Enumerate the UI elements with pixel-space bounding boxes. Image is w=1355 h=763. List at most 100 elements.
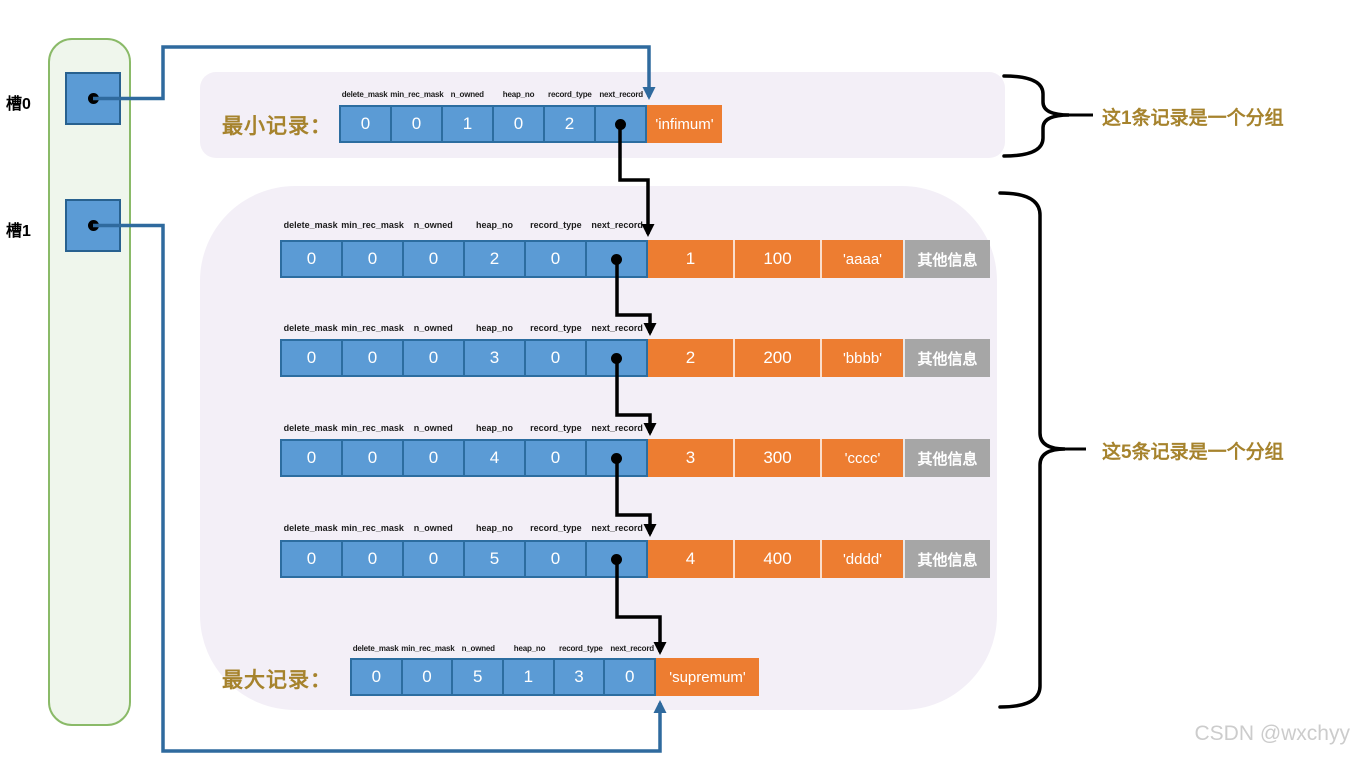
record4-field-headers: delete_mask min_rec_mask n_owned heap_no… (280, 523, 648, 535)
field-header: n_owned (461, 644, 495, 653)
group1-annotation: 这1条记录是一个分组 (1102, 108, 1284, 129)
slot0-label: 槽0 (6, 96, 31, 113)
record1-row: 0 0 0 2 0 1 100 'aaaa' 其他信息 (280, 240, 990, 278)
next-record-pointer-cell (587, 341, 646, 375)
field-header: delete_mask (283, 220, 338, 230)
key-cell: 3 (648, 439, 733, 477)
field-header: next_record (591, 523, 643, 533)
field-cell: 0 (282, 542, 343, 576)
group2-brace (998, 191, 1066, 709)
value-cell: 300 (733, 439, 820, 477)
field-cell: 0 (341, 107, 392, 141)
max-record-field-headers: delete_mask min_rec_mask n_owned heap_no… (350, 644, 658, 656)
field-header: next_record (591, 323, 643, 333)
field-cell: 0 (404, 542, 465, 576)
field-cell: 1 (504, 660, 555, 694)
field-header: n_owned (413, 523, 453, 533)
record2-fixed-fields: 0 0 0 3 0 (280, 339, 648, 377)
field-cell: 0 (343, 441, 404, 475)
field-header: record_type (530, 220, 582, 230)
field-header: next_record (599, 90, 643, 99)
record2-field-headers: delete_mask min_rec_mask n_owned heap_no… (280, 323, 648, 335)
field-header: record_type (548, 90, 592, 99)
data-cell: 'dddd' (820, 540, 903, 578)
pointer-dot (611, 553, 622, 565)
field-cell: 5 (453, 660, 505, 694)
field-cell: 0 (526, 341, 587, 375)
field-header: next_record (610, 644, 654, 653)
record-name-cell: 'infimum' (647, 105, 722, 143)
field-cell: 0 (343, 242, 404, 276)
field-header: min_rec_mask (341, 523, 404, 533)
data-cell: 'aaaa' (820, 240, 903, 278)
slot1-pointer-dot (87, 220, 99, 231)
field-header: heap_no (476, 523, 514, 533)
record4-fixed-fields: 0 0 0 5 0 (280, 540, 648, 578)
field-cell: 0 (282, 242, 343, 276)
field-cell: 0 (352, 660, 403, 694)
data-cell: 'bbbb' (820, 339, 903, 377)
group1-brace (1002, 74, 1070, 158)
page-directory-panel (48, 38, 131, 726)
extra-info-cell: 其他信息 (903, 339, 990, 377)
pointer-dot (611, 253, 622, 265)
field-cell: 3 (554, 660, 606, 694)
field-header: min_rec_mask (401, 644, 455, 653)
slot1-label: 槽1 (6, 223, 31, 240)
field-cell: 4 (465, 441, 526, 475)
field-header: n_owned (413, 423, 453, 433)
field-cell: 1 (443, 107, 494, 141)
field-header: min_rec_mask (390, 90, 444, 99)
field-header: heap_no (513, 644, 546, 653)
field-header: heap_no (476, 220, 514, 230)
field-header: delete_mask (283, 323, 338, 333)
next-record-pointer-cell (596, 107, 645, 141)
slot0-square (65, 72, 121, 125)
field-cell: 0 (605, 660, 655, 694)
field-header: record_type (530, 523, 582, 533)
min-record-field-headers: delete_mask min_rec_mask n_owned heap_no… (339, 90, 647, 102)
record2-row: 0 0 0 3 0 2 200 'bbbb' 其他信息 (280, 339, 990, 377)
field-header: delete_mask (341, 90, 388, 99)
key-cell: 1 (648, 240, 733, 278)
record1-field-headers: delete_mask min_rec_mask n_owned heap_no… (280, 220, 648, 232)
field-header: n_owned (413, 323, 453, 333)
field-header: heap_no (502, 90, 535, 99)
field-cell: 5 (465, 542, 526, 576)
field-cell: 0 (404, 242, 465, 276)
data-cell: 'cccc' (820, 439, 903, 477)
field-cell: 0 (526, 542, 587, 576)
field-header: heap_no (476, 423, 514, 433)
key-cell: 4 (648, 540, 733, 578)
field-cell: 0 (282, 341, 343, 375)
next-record-pointer-cell (587, 242, 646, 276)
field-cell: 0 (526, 242, 587, 276)
field-cell: 0 (404, 441, 465, 475)
field-header: min_rec_mask (341, 220, 404, 230)
field-cell: 0 (402, 660, 454, 694)
field-cell: 0 (282, 441, 343, 475)
field-cell: 0 (343, 542, 404, 576)
record3-field-headers: delete_mask min_rec_mask n_owned heap_no… (280, 423, 648, 435)
field-header: record_type (530, 323, 582, 333)
record1-fixed-fields: 0 0 0 2 0 (280, 240, 648, 278)
pointer-dot (611, 352, 622, 364)
slot1-square (65, 199, 121, 252)
next-record-pointer-cell (587, 441, 646, 475)
field-header: n_owned (413, 220, 453, 230)
record3-fixed-fields: 0 0 0 4 0 (280, 439, 648, 477)
field-cell: 2 (465, 242, 526, 276)
field-header: delete_mask (283, 523, 338, 533)
field-header: record_type (530, 423, 582, 433)
field-header: next_record (591, 423, 643, 433)
slot0-pointer-dot (87, 93, 99, 104)
field-header: min_rec_mask (341, 423, 404, 433)
pointer-dot (611, 452, 622, 464)
field-cell: 2 (545, 107, 596, 141)
min-record-row: 0 0 1 0 2 'infimum' (339, 105, 722, 143)
key-cell: 2 (648, 339, 733, 377)
extra-info-cell: 其他信息 (903, 540, 990, 578)
value-cell: 100 (733, 240, 820, 278)
max-record-row: 0 0 5 1 3 0 'supremum' (350, 658, 759, 696)
